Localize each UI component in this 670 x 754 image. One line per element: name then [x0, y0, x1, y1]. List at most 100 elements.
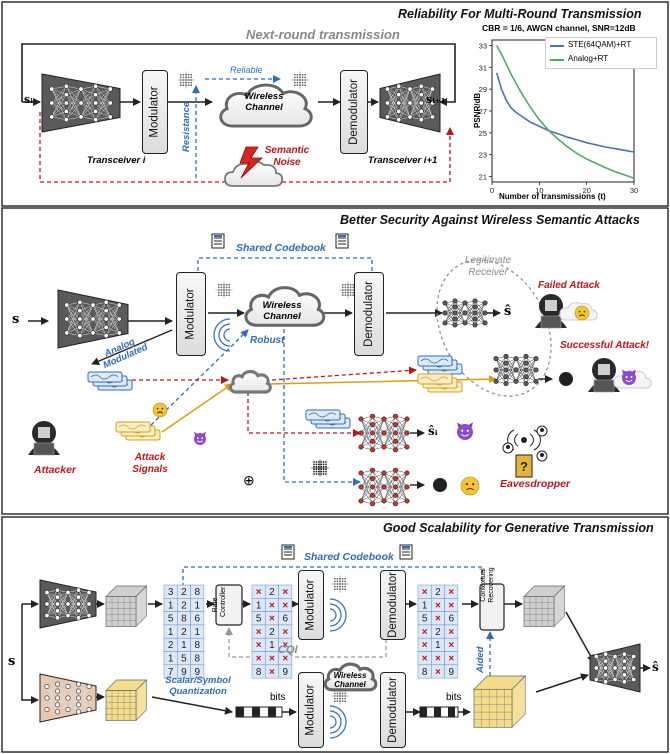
- p2-encoder-icon-nodes: [64, 299, 122, 339]
- p1-modulator: Modulator: [142, 70, 168, 154]
- semantic-noise-label: Semantic Noise: [264, 145, 310, 168]
- failed-attack-label: Failed Attack: [538, 280, 600, 291]
- next-round-loop-arrow: [21, 43, 456, 106]
- svg-text:2: 2: [269, 587, 275, 598]
- p2-devil-face-icon: [622, 369, 636, 385]
- p1-constellation-rx-icon: [291, 71, 309, 89]
- p2-oplus-symbol: ⊕: [243, 472, 255, 488]
- legitimate-receiver-label: Legitimate Receiver: [464, 255, 512, 278]
- p3-channel-cloud-icon: [323, 662, 378, 692]
- svg-text:1: 1: [256, 600, 262, 611]
- chart-series-line-1: [495, 45, 635, 179]
- p2-channel-cloud-icon: [244, 286, 326, 327]
- p2-attacked-rx-net-icon: [493, 353, 539, 387]
- rate-controller-label: Rate Controller: [212, 586, 227, 617]
- p3-demodulator-bottom: Demodulator: [380, 672, 406, 748]
- chart-ylabel: PSNR/dB: [473, 92, 482, 128]
- svg-text:×: ×: [282, 627, 288, 638]
- chart-ytick-label: 23: [479, 151, 487, 160]
- p3-constellation-bottom-icon: [331, 687, 349, 705]
- svg-text:5: 5: [422, 614, 428, 625]
- chart-title: CBR = 1/6, AWGN channel, SNR=12dB: [482, 23, 636, 33]
- svg-text:9: 9: [194, 667, 200, 678]
- p2-eaves-net1-icon: [358, 413, 410, 453]
- svg-text:2: 2: [435, 627, 441, 638]
- transceiver-i-label: Transceiver i: [87, 155, 146, 166]
- chart-ytick-label: 21: [479, 173, 487, 182]
- p2-rx-attack-signal-icon: [417, 373, 463, 393]
- panel2-border: [1, 207, 669, 515]
- robust-label: Robust: [250, 335, 285, 346]
- svg-text:×: ×: [448, 653, 454, 664]
- chart-legend: STE(64QAM)+RT Analog+RT: [545, 37, 657, 69]
- svg-text:8: 8: [194, 653, 200, 664]
- p3-input-symbol: s: [8, 654, 16, 669]
- svg-text:×: ×: [448, 640, 454, 651]
- svg-text:1: 1: [168, 627, 174, 638]
- p3-constellation-icon: [331, 575, 349, 593]
- p3-waves-top-icon: [329, 598, 347, 632]
- chart-xtick-label: 10: [535, 186, 543, 195]
- p2-worried-face-icon: [152, 402, 168, 418]
- rate-controller-box: [215, 584, 243, 626]
- p3-latent-bottom-rx-icon: [473, 675, 527, 729]
- bits-strip-left: [235, 706, 283, 718]
- legend-swatch-analog: [550, 59, 564, 61]
- svg-text:×: ×: [435, 614, 441, 625]
- chart-xtick-label: 20: [582, 186, 590, 195]
- panel3-border: [1, 516, 669, 753]
- p3-codebook-icon-right: [399, 544, 413, 560]
- p2-eaves-output-symbol: ŝᵢ: [428, 424, 438, 438]
- p3-demodulator-top: Demodulator: [380, 570, 406, 640]
- p3-modulator-bottom: Modulator: [298, 672, 324, 748]
- svg-text:8: 8: [256, 667, 262, 678]
- p2-legit-rx-net-icon: [442, 298, 488, 328]
- p3-encoder-bottom-icon-nodes: [44, 681, 92, 715]
- svg-text:6: 6: [194, 614, 200, 625]
- p1-modulator-label: Modulator: [149, 86, 162, 138]
- p2-attacker-icon: [28, 421, 60, 456]
- svg-text:×: ×: [448, 600, 454, 611]
- p3-input-branch-arrow: [21, 604, 39, 704]
- svg-text:×: ×: [256, 653, 262, 664]
- panel2-diagram: [28, 257, 553, 489]
- svg-text:8: 8: [422, 667, 428, 678]
- blue-to-eaves-net: [283, 322, 361, 486]
- p3-bottom-latent-to-dec: [535, 673, 589, 693]
- svg-text:×: ×: [269, 600, 275, 611]
- bits-label-right: bits: [446, 692, 462, 703]
- p1-constellation-tx-icon: [177, 71, 195, 89]
- svg-text:×: ×: [448, 627, 454, 638]
- svg-text:1: 1: [435, 640, 441, 651]
- svg-text:2: 2: [269, 627, 275, 638]
- p3-modulator-bottom-label: Modulator: [305, 684, 318, 736]
- successful-attack-label: Successful Attack!: [560, 340, 650, 351]
- svg-text:×: ×: [269, 667, 275, 678]
- chart-series-line-0: [495, 72, 635, 153]
- svg-text:×: ×: [269, 653, 275, 664]
- p3-demodulator-bottom-label: Demodulator: [387, 677, 399, 743]
- p3-demodulator-top-label: Demodulator: [387, 572, 399, 638]
- svg-text:9: 9: [181, 667, 187, 678]
- analog-modulated-arrow: [91, 329, 173, 365]
- p3-index-grid-received: ×2×1××5×6×2××1××××8×9: [417, 584, 459, 679]
- p2-eaves-constellation-icon: [310, 458, 330, 478]
- chart-ytick-label: 33: [479, 41, 487, 50]
- panel1-diagram: [21, 43, 456, 187]
- p1-input-symbol: sᵢ: [24, 93, 33, 106]
- bits-strip-right: [419, 706, 459, 718]
- svg-text:×: ×: [256, 640, 262, 651]
- svg-text:6: 6: [282, 614, 288, 625]
- p2-eaves-sad-icon: [460, 476, 480, 496]
- svg-text:×: ×: [282, 600, 288, 611]
- p2-attack-signal-icon: [115, 421, 161, 441]
- svg-text:1: 1: [168, 653, 174, 664]
- p3-waves-bottom-icon: [329, 705, 347, 739]
- p2-codebook-icon-right: [335, 233, 349, 249]
- svg-text:1: 1: [168, 600, 174, 611]
- p3-modulator-top: Modulator: [298, 570, 324, 640]
- p2-demodulator: Demodulator: [354, 272, 384, 356]
- p1-decoder-icon-nodes: [384, 83, 435, 123]
- p1-encoder-icon-nodes: [49, 83, 113, 123]
